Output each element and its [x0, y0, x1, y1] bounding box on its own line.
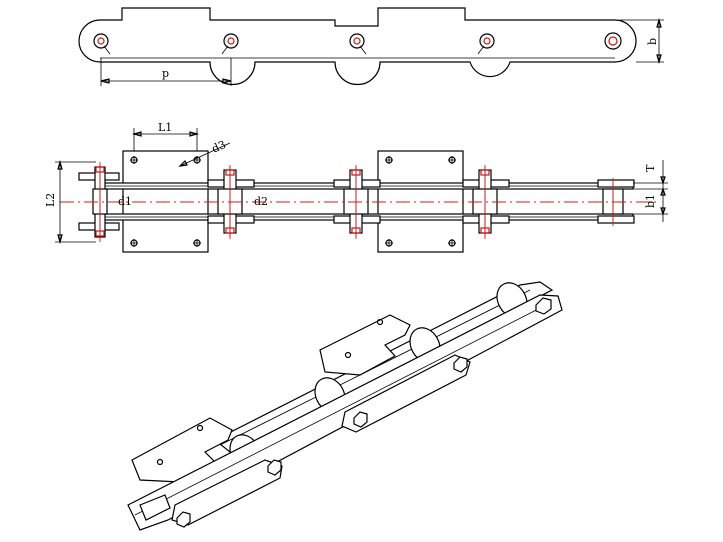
isometric-view: [127, 281, 563, 531]
pin-center: [608, 36, 618, 46]
pin-crosslines: [99, 162, 614, 242]
L2-label: L2: [44, 193, 57, 207]
pin-hole: [349, 33, 365, 49]
pin-hole: [604, 32, 622, 50]
height-dimension: b: [620, 17, 664, 65]
pin-leader: [359, 45, 367, 55]
b1-label: b1: [644, 194, 657, 208]
d1-label: d1: [118, 195, 132, 208]
L2-dimension: L2: [44, 159, 96, 245]
iso-outer-link: [171, 459, 283, 526]
attachment-plate: [377, 150, 464, 253]
iso-end-pin: [139, 494, 171, 521]
iso-outer-link: [341, 354, 471, 433]
pin-hole: [479, 33, 495, 49]
pin-center: [227, 37, 235, 45]
pin-center: [97, 37, 105, 45]
pitch-label: p: [162, 67, 169, 80]
pin-hole: [93, 33, 109, 49]
pin-leader: [103, 45, 111, 55]
pitch-dimension: p: [100, 58, 232, 86]
T-label: T: [644, 164, 657, 172]
iso-attachment-holes: [156, 318, 384, 466]
pin-hole: [223, 33, 239, 49]
L1-label: L1: [158, 121, 172, 134]
side-view: p b: [78, 7, 664, 86]
pin-leader: [477, 45, 485, 55]
d3-leader: d3: [178, 138, 231, 167]
L1-dimension: L1: [131, 121, 200, 151]
side-view-outline: [78, 7, 637, 86]
attachment-plate: [122, 150, 209, 253]
iso-pin-heads: [176, 297, 552, 528]
plate-holes: [130, 156, 456, 247]
iso-attachment: [319, 314, 411, 376]
d2-label: d2: [254, 195, 268, 208]
side-view-pins: [93, 32, 622, 55]
pin-center: [353, 37, 361, 45]
height-label: b: [646, 38, 659, 45]
b1-T-dimension: T b1: [633, 160, 668, 222]
pin-assembly: [597, 179, 635, 224]
pin-center: [483, 37, 491, 45]
pin-leader: [221, 45, 229, 55]
top-view: L1 d3 d1 d2 L2 T b1: [44, 121, 668, 253]
d3-label: d3: [210, 138, 228, 156]
